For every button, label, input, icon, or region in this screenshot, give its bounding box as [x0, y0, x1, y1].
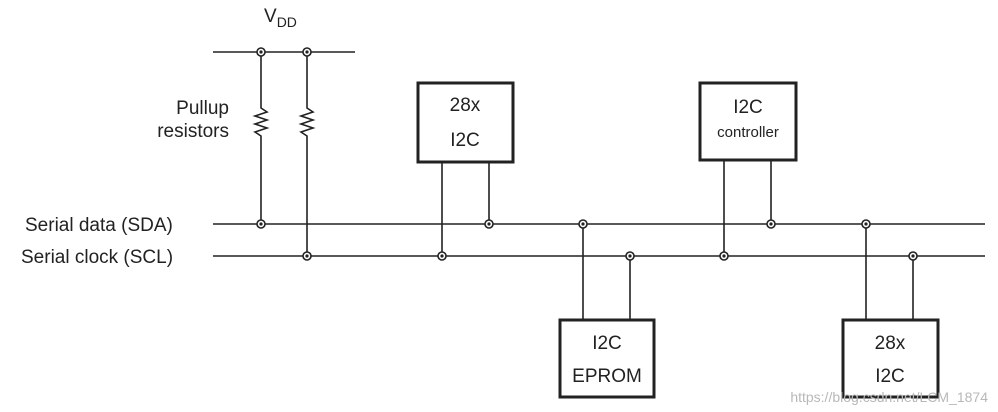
device-top-left-line1: 28x [450, 95, 481, 116]
vdd-node-1 [256, 47, 266, 57]
vdd-node-2 [302, 47, 312, 57]
sda-node-top-left [484, 219, 494, 229]
device-top-left-line2: I2C [450, 130, 480, 151]
pullup-resistor-sda [252, 52, 270, 224]
sda-node-top-right [766, 219, 776, 229]
sda-node-pullup [256, 219, 266, 229]
scl-node-bottom-left [625, 251, 635, 261]
device-bottom-left-box [558, 318, 656, 399]
device-top-right-line1: I2C [733, 97, 763, 118]
device-bottom-right-line1: 28x [875, 333, 906, 354]
scl-node-top-right [719, 251, 729, 261]
sda-node-bottom-left [578, 219, 588, 229]
sda-label: Serial data (SDA) [25, 215, 173, 236]
pullup-label-line1: Pullup [176, 98, 229, 119]
device-bottom-left-line1: I2C [592, 333, 622, 354]
vdd-label: VDD [264, 6, 297, 30]
device-bottom-right-line2: I2C [875, 366, 905, 387]
scl-node-top-left [437, 251, 447, 261]
pullup-resistor-scl [298, 52, 316, 256]
device-top-left-box [416, 81, 515, 164]
scl-node-pullup [302, 251, 312, 261]
device-bottom-right-box [841, 318, 940, 399]
scl-label: Serial clock (SCL) [21, 247, 173, 268]
device-top-right-box [698, 81, 798, 162]
device-bottom-left-line2: EPROM [572, 366, 642, 387]
scl-node-bottom-right [908, 251, 918, 261]
pullup-label-line2: resistors [157, 121, 229, 142]
watermark: https://blog.csdn.net/LCM_1874 [790, 389, 988, 405]
sda-node-bottom-right [861, 219, 871, 229]
device-top-right-line2: controller [717, 124, 779, 141]
